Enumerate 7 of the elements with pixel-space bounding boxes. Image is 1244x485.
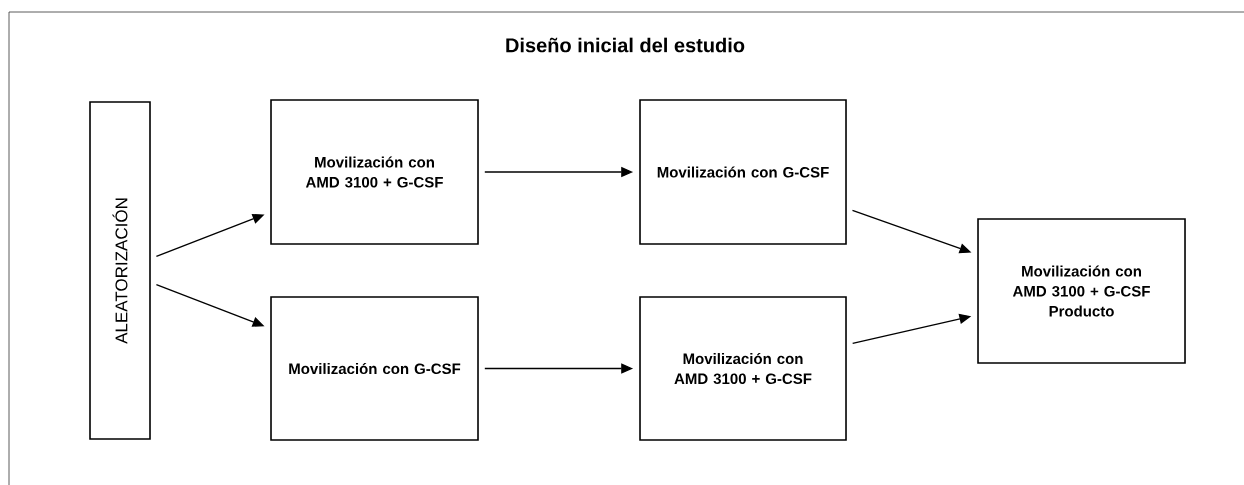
process-box: Movilización con AMD 3100 + G-CSF Producto — [977, 218, 1186, 364]
process-box: Movilización con AMD 3100 + G-CSF — [270, 99, 479, 245]
process-box: Movilización con AMD 3100 + G-CSF — [639, 296, 847, 441]
process-box: Movilización con G-CSF — [270, 296, 479, 441]
process-box: ALEATORIZACIÓN — [89, 101, 151, 440]
process-box: Movilización con G-CSF — [639, 99, 847, 245]
title: Diseño inicial del estudio — [506, 37, 745, 53]
